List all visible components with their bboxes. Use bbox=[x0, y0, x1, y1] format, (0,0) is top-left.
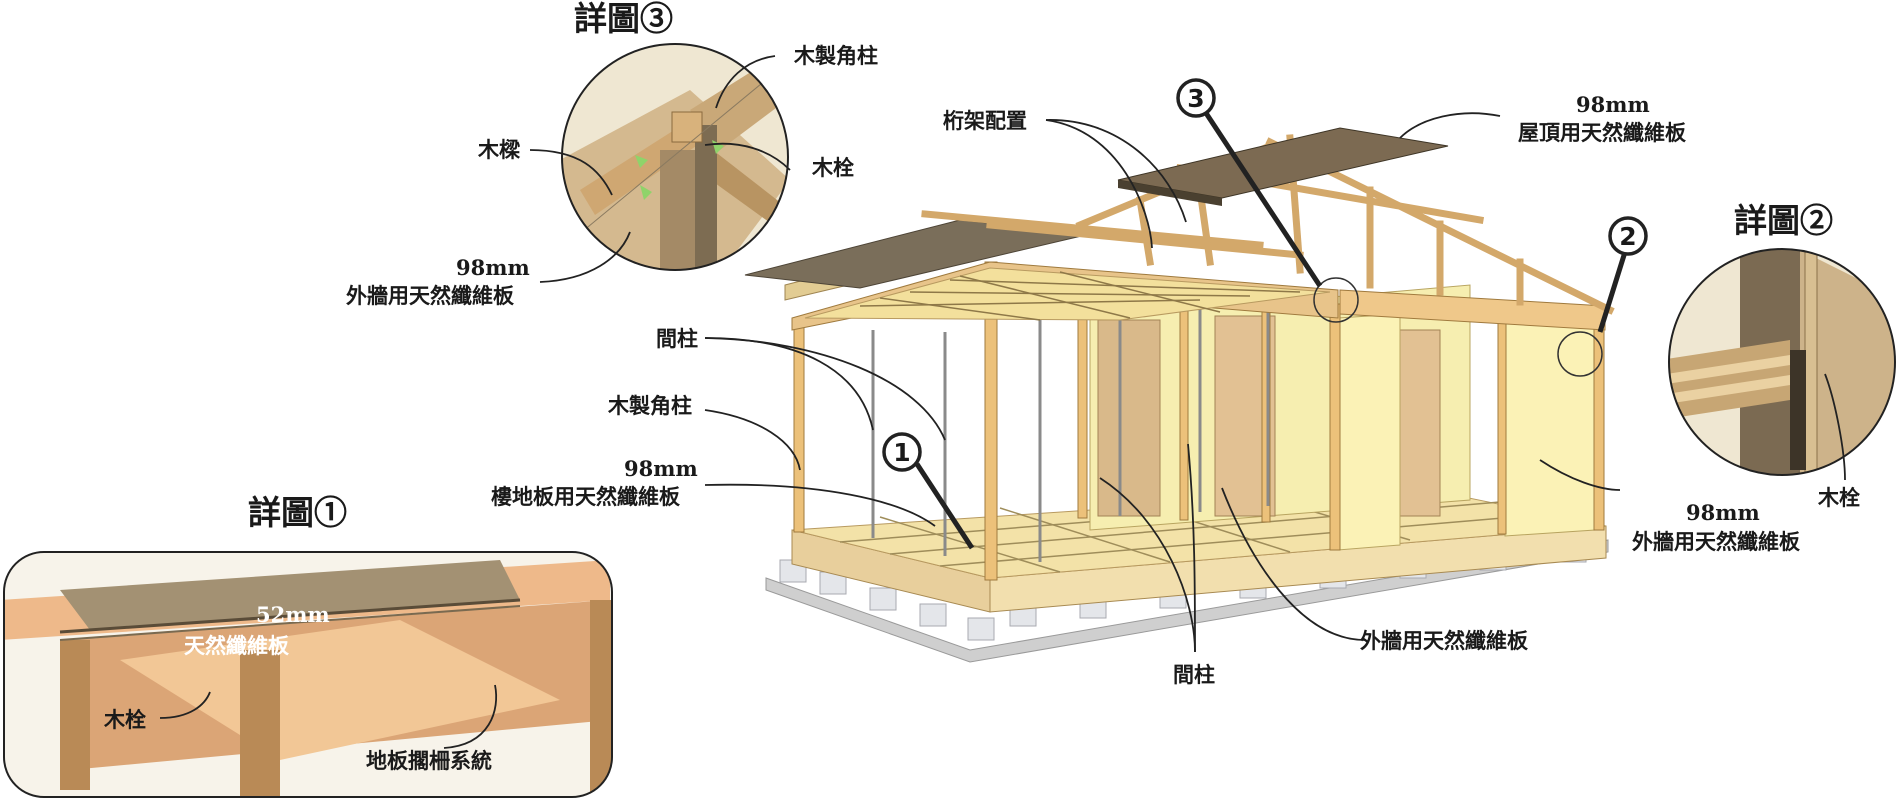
marker2-pointer bbox=[1597, 251, 1628, 333]
label-d1-joist: 地板擱柵系統 bbox=[366, 748, 492, 773]
detail2-title: 詳圖② bbox=[1734, 201, 1833, 240]
label-d3-corner-post: 木製角柱 bbox=[793, 43, 878, 68]
marker-3: 3 bbox=[1176, 78, 1216, 118]
detail2-inset bbox=[1668, 248, 1896, 476]
label-d2-wall-thickness: 98mm bbox=[1686, 500, 1760, 525]
foundation-slab bbox=[765, 539, 1609, 663]
label-d2-dowel: 木栓 bbox=[1817, 485, 1860, 510]
label-d1-thickness: 52mm bbox=[256, 602, 330, 627]
right-wall-panel-b bbox=[1504, 314, 1596, 537]
marker-1-number: 1 bbox=[893, 438, 910, 467]
marker-1: 1 bbox=[882, 432, 922, 472]
posts bbox=[793, 261, 1605, 581]
marker3-pointer bbox=[1201, 108, 1323, 288]
upper-roof-edge bbox=[1118, 180, 1222, 206]
label-d1-board: 天然纖維板 bbox=[184, 633, 290, 658]
label-corner-post: 木製角柱 bbox=[607, 393, 692, 418]
right-wall-panel-a bbox=[1337, 313, 1401, 551]
ceiling-grid bbox=[859, 271, 1301, 321]
interior-panel-c bbox=[1399, 329, 1441, 517]
marker-2: 2 bbox=[1608, 216, 1648, 256]
detail3-inset bbox=[561, 43, 789, 271]
label-truss: 桁架配置 bbox=[943, 108, 1027, 133]
label-stud-bottom: 間柱 bbox=[1173, 662, 1215, 687]
marker-3-number: 3 bbox=[1187, 84, 1204, 113]
label-d1-dowel: 木栓 bbox=[103, 707, 146, 732]
leader-lines bbox=[159, 55, 1846, 749]
main-house-illustration bbox=[744, 108, 1628, 663]
detail1-title: 詳圖① bbox=[248, 493, 347, 532]
marker1-pointer bbox=[914, 462, 975, 550]
label-d3-wall-thickness: 98mm bbox=[456, 255, 530, 280]
detail3-title: 詳圖③ bbox=[574, 0, 673, 38]
detail3-ring bbox=[1313, 277, 1359, 323]
label-floor-board: 樓地板用天然纖維板 bbox=[491, 484, 681, 509]
label-d3-beam: 木樑 bbox=[477, 137, 521, 162]
upper-roof-panel bbox=[1117, 127, 1449, 199]
label-d3-wall-board: 外牆用天然纖維板 bbox=[346, 283, 515, 308]
label-roof-thickness: 98mm bbox=[1576, 92, 1650, 117]
marker-2-number: 2 bbox=[1619, 222, 1636, 251]
label-stud: 間柱 bbox=[656, 326, 698, 351]
label-roof-board: 屋頂用天然纖維板 bbox=[1518, 120, 1687, 145]
label-ext-wall-bottom: 外牆用天然纖維板 bbox=[1360, 628, 1529, 653]
label-d2-wall-board: 外牆用天然纖維板 bbox=[1632, 529, 1801, 554]
label-d3-dowel: 木栓 bbox=[811, 155, 854, 180]
studs bbox=[871, 294, 1270, 562]
label-floor-thickness: 98mm bbox=[624, 456, 698, 481]
detail2-ring bbox=[1557, 331, 1603, 377]
interior-panel-a bbox=[1097, 319, 1161, 517]
detail1-inset bbox=[3, 551, 613, 798]
